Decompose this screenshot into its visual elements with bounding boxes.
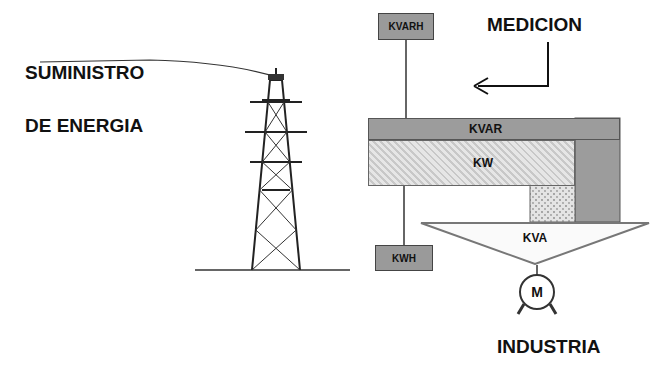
meter-box: KVARH [378,13,434,40]
node-text: KVA [523,231,547,245]
node-text: KVAR [469,122,502,136]
node-text: M [531,284,543,300]
meter-wire [406,40,407,118]
reactive-power-band: KVAR [368,118,620,140]
node-text: KWH [392,253,416,264]
node-text: KW [473,156,493,170]
text-label: INDUSTRIA [497,336,600,358]
text-label: MEDICION [487,14,582,36]
apparent-power-triangle: KVA [420,222,650,265]
active-power-band: KW [368,140,575,186]
text-label: SUMINISTRO [25,62,144,84]
motor-circle: M [522,279,552,305]
node-text: KVARH [389,21,424,32]
text-label: DE ENERGIA [25,115,143,137]
meter-wire [404,186,405,245]
meter-box: KWH [375,245,433,271]
